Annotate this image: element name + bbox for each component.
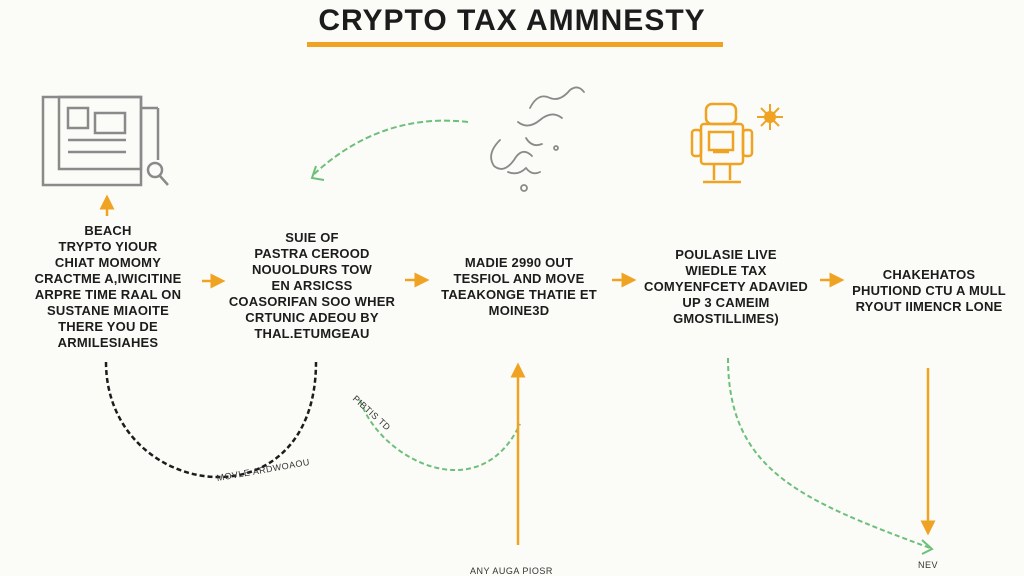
sparkle-icon <box>757 104 783 130</box>
green-curve-right <box>727 357 934 555</box>
step-5-text: CHAKEHATOS PHUTIOND CTU A MULL RYOUT IIM… <box>852 267 1006 314</box>
green-curve-mid <box>359 399 521 471</box>
green-curve-top <box>310 119 469 181</box>
step-2-text: SUIE OF PASTRA CEROOD NOUOLDURS TOW EN A… <box>228 230 396 341</box>
title-underline <box>307 42 723 47</box>
scribble-icon <box>490 86 585 192</box>
diagram-title: CRYPTO TAX AMMNESTY <box>318 4 706 37</box>
step-1-text: BEACH TRYPTO YIOUR CHIAT MOMOMY CRACTME … <box>34 223 182 350</box>
robot-icon <box>690 102 754 184</box>
step-4-text: POULASIE LIVE WIEDLE TAX COMYENFCETY ADA… <box>644 247 808 326</box>
bottom-right-label: NEV <box>918 560 939 570</box>
dashed-u-curve <box>104 361 318 479</box>
bottom-label: ANY AUGA PIOSR <box>470 566 553 576</box>
flow-arrows <box>202 272 845 289</box>
step-3-text: MADIE 2990 OUT TESFIOL AND MOVE TAEAKONG… <box>441 255 597 318</box>
document-magnifier-icon <box>41 95 169 187</box>
